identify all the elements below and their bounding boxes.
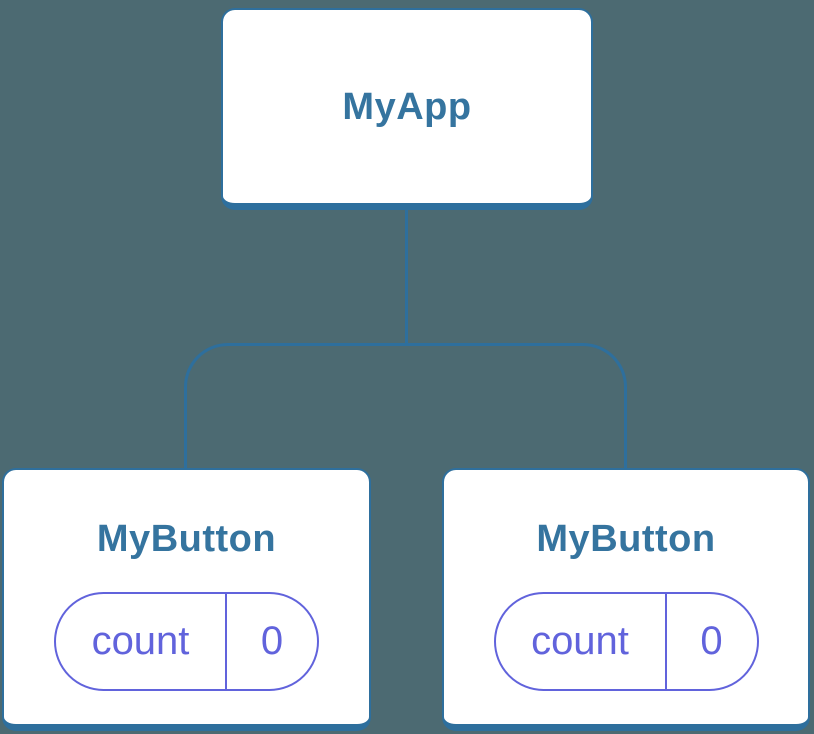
state-value-cell: 0 xyxy=(667,594,757,689)
state-value-label: 0 xyxy=(700,619,723,663)
child-node-label: MyButton xyxy=(96,518,277,560)
state-key-cell: count xyxy=(496,594,667,689)
state-key-label: count xyxy=(91,619,190,663)
child-node-mybutton-2: MyButton count 0 xyxy=(442,468,810,731)
state-key-label: count xyxy=(531,619,629,663)
root-node-myapp: MyApp xyxy=(221,8,593,210)
state-pill: count 0 xyxy=(54,592,319,691)
child-node-mybutton-1: MyButton count 0 xyxy=(2,468,371,731)
state-key-cell: count xyxy=(56,594,227,689)
state-pill: count 0 xyxy=(493,592,759,691)
state-value-label: 0 xyxy=(260,619,284,663)
child-node-label: MyButton xyxy=(536,518,716,560)
state-value-cell: 0 xyxy=(227,594,317,689)
connector-stem-line xyxy=(405,208,408,345)
root-node-label: MyApp xyxy=(342,85,472,128)
connector-bracket-line xyxy=(184,343,627,470)
